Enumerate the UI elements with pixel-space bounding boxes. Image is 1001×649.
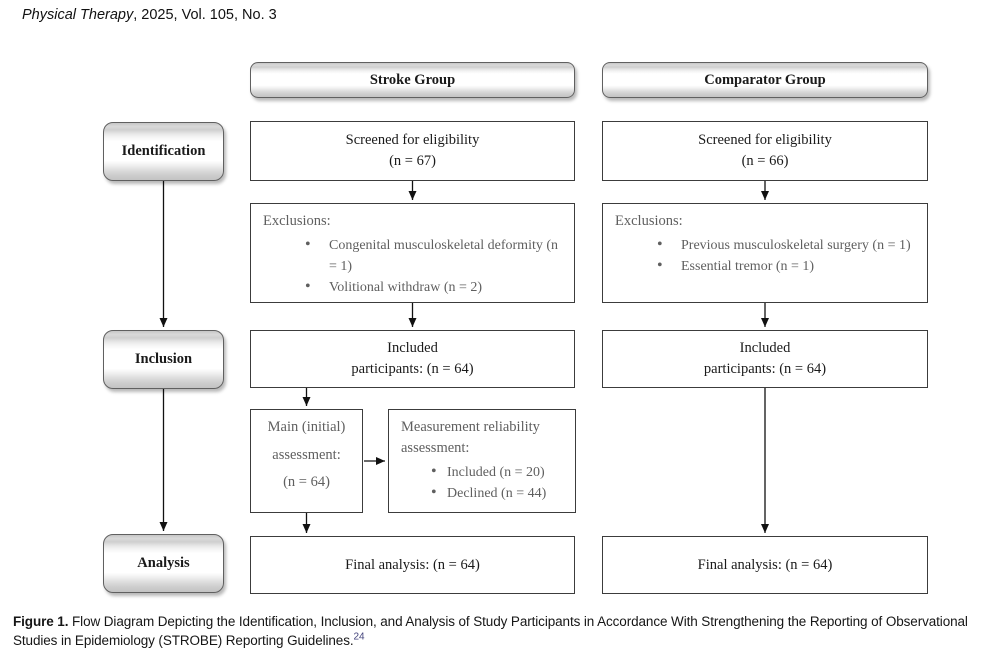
comparator-screened-line1: Screened for eligibility [698, 132, 832, 148]
comparator-included-line1: Included [739, 340, 791, 356]
stroke-included-box: Included participants: (n = 64) [250, 330, 575, 388]
stroke-exclusions-box: Exclusions: Congenital musculoskeletal d… [250, 203, 575, 303]
stage-analysis-label: Analysis [137, 555, 190, 571]
figure-caption-reference: 24 [353, 631, 365, 643]
stroke-included-line2: participants: (n = 64) [351, 361, 474, 377]
comparator-screened-box: Screened for eligibility (n = 66) [602, 121, 928, 181]
stage-analysis: Analysis [103, 534, 224, 593]
stroke-exclusion-item: Congenital musculoskeletal deformity (n … [301, 234, 564, 277]
stroke-exclusions-list: Congenital musculoskeletal deformity (n … [263, 234, 564, 298]
stroke-final-analysis-text: Final analysis: (n = 64) [345, 556, 480, 573]
figure-caption-text: Flow Diagram Depicting the Identificatio… [13, 614, 968, 648]
stroke-exclusion-item: Volitional withdraw (n = 2) [301, 276, 564, 298]
stroke-screened-count: (n = 67) [389, 153, 436, 169]
comparator-included-box: Included participants: (n = 64) [602, 330, 928, 388]
reliability-line2: assessment: [401, 440, 470, 456]
comparator-final-analysis-text: Final analysis: (n = 64) [697, 556, 833, 573]
stroke-screened-box: Screened for eligibility (n = 67) [250, 121, 575, 181]
comparator-group-header-label: Comparator Group [704, 71, 826, 88]
main-assessment-line2: assessment: [272, 446, 341, 463]
comparator-exclusions-box: Exclusions: Previous musculoskeletal sur… [602, 203, 928, 303]
figure-caption: Figure 1. Flow Diagram Depicting the Ide… [13, 612, 988, 649]
main-assessment-line1: Main (initial) [267, 419, 346, 435]
stroke-exclusions-title: Exclusions: [263, 213, 331, 229]
reliability-assessment-box: Measurement reliability assessment: Incl… [388, 409, 576, 513]
stroke-group-header-label: Stroke Group [369, 71, 456, 88]
journal-title: Physical Therapy [22, 7, 134, 23]
stroke-group-header: Stroke Group [250, 62, 575, 98]
reliability-item: Included (n = 20) [427, 461, 567, 483]
stage-inclusion: Inclusion [103, 330, 224, 389]
reliability-list: Included (n = 20) Declined (n = 44) [401, 461, 567, 504]
comparator-screened-count: (n = 66) [741, 153, 789, 169]
stroke-screened-line1: Screened for eligibility [345, 132, 480, 148]
reliability-line1: Measurement reliability [401, 419, 540, 435]
comparator-group-header: Comparator Group [602, 62, 928, 98]
reliability-item: Declined (n = 44) [427, 482, 567, 504]
stroke-included-line1: Included [387, 340, 438, 356]
main-assessment-box: Main (initial) assessment: (n = 64) [250, 409, 363, 513]
journal-header: Physical Therapy, 2025, Vol. 105, No. 3 [22, 7, 277, 23]
main-assessment-count: (n = 64) [283, 474, 330, 490]
comparator-exclusions-list: Previous musculoskeletal surgery (n = 1)… [615, 234, 917, 277]
comparator-final-analysis-box: Final analysis: (n = 64) [602, 536, 928, 594]
stroke-final-analysis-box: Final analysis: (n = 64) [250, 536, 575, 594]
figure-caption-label: Figure 1. [13, 614, 69, 629]
stage-inclusion-label: Inclusion [134, 351, 193, 367]
comparator-included-line2: participants: (n = 64) [703, 361, 827, 377]
journal-issue-info: , 2025, Vol. 105, No. 3 [133, 7, 277, 23]
comparator-exclusion-item: Essential tremor (n = 1) [653, 255, 917, 277]
comparator-exclusion-item: Previous musculoskeletal surgery (n = 1) [653, 234, 917, 256]
comparator-exclusions-title: Exclusions: [615, 213, 683, 229]
stage-identification-label: Identification [121, 143, 206, 159]
stage-identification: Identification [103, 122, 224, 181]
